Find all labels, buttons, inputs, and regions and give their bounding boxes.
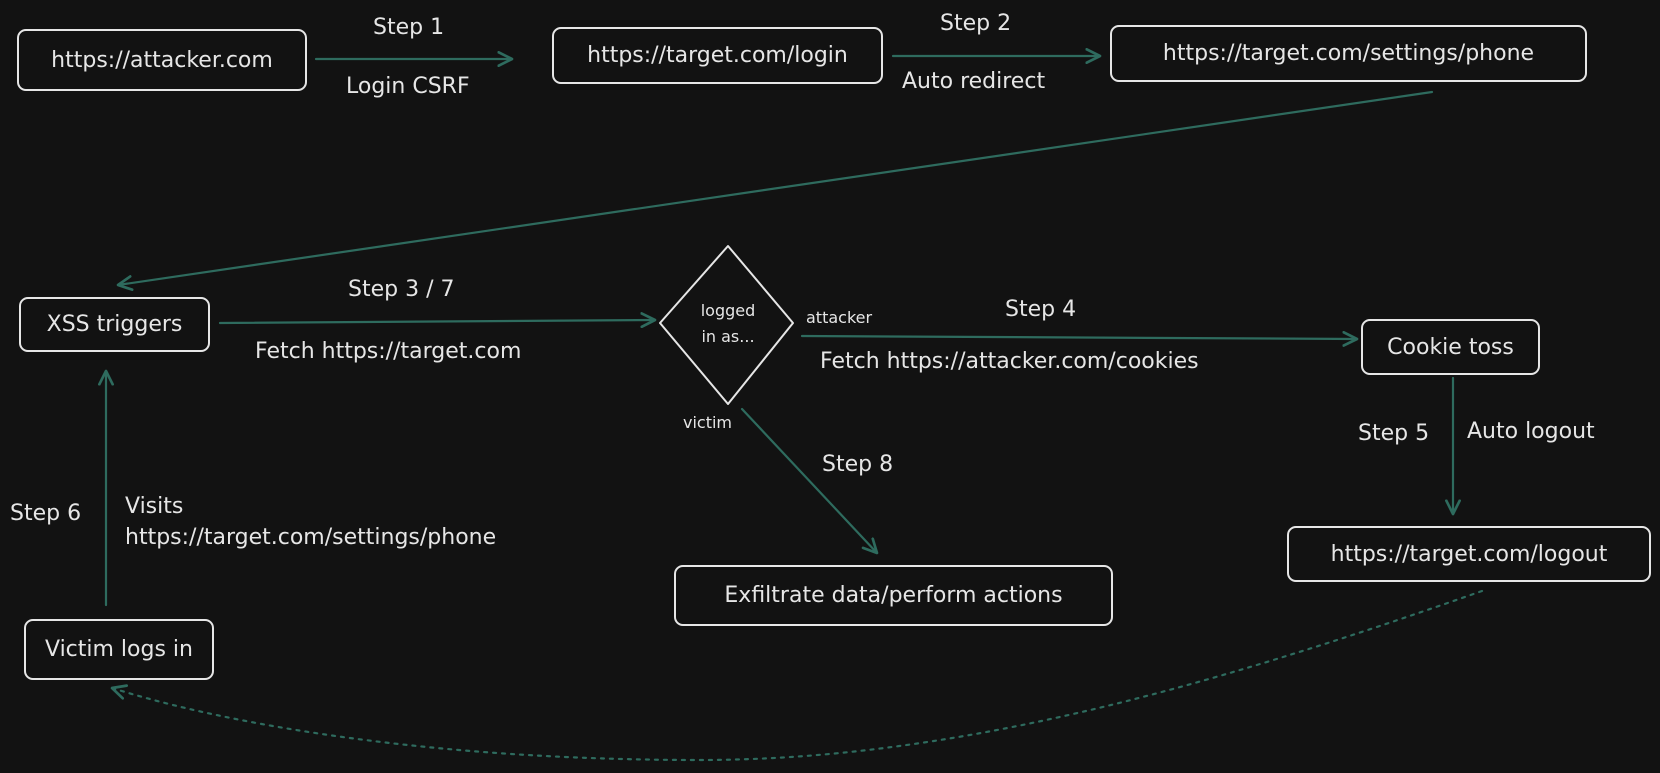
step4-description: Fetch https://attacker.com/cookies [820, 349, 1199, 374]
attacker-site-node: https://attacker.com [17, 29, 307, 91]
cookie-toss-node: Cookie toss [1361, 319, 1540, 375]
victim-logs-in-node: Victim logs in [24, 619, 214, 680]
branch-attacker-label: attacker [806, 308, 873, 327]
step2-description: Auto redirect [902, 69, 1046, 94]
arrow-step4 [800, 330, 1359, 347]
step37-label: Step 3 / 7 [348, 277, 455, 302]
step8-label: Step 8 [822, 452, 894, 477]
step5-label: Step 5 [1358, 421, 1430, 446]
target-logout-node: https://target.com/logout [1287, 526, 1651, 582]
target-login-node: https://target.com/login [552, 27, 883, 84]
decision-diamond [659, 245, 794, 405]
branch-victim-label: victim [683, 413, 733, 432]
step5-description: Auto logout [1467, 419, 1595, 444]
arrow-settings-to-xss [116, 90, 1434, 291]
step37-description: Fetch https://target.com [255, 339, 522, 364]
step6-description: Visits https://target.com/settings/phone [125, 494, 497, 550]
step1-description: Login CSRF [346, 74, 470, 99]
target-settings-phone-node: https://target.com/settings/phone [1110, 25, 1587, 82]
step2-label: Step 2 [940, 11, 1012, 36]
xss-triggers-node: XSS triggers [19, 297, 210, 352]
step6-label: Step 6 [10, 501, 82, 526]
arrow-logout-to-victim [110, 589, 1484, 762]
arrow-step8 [740, 407, 879, 555]
decision-label: logged in as... [700, 301, 756, 346]
step1-label: Step 1 [373, 15, 445, 40]
arrow-step37 [218, 312, 657, 329]
exfiltrate-node: Exfiltrate data/perform actions [674, 565, 1113, 626]
step4-label: Step 4 [1005, 297, 1077, 322]
